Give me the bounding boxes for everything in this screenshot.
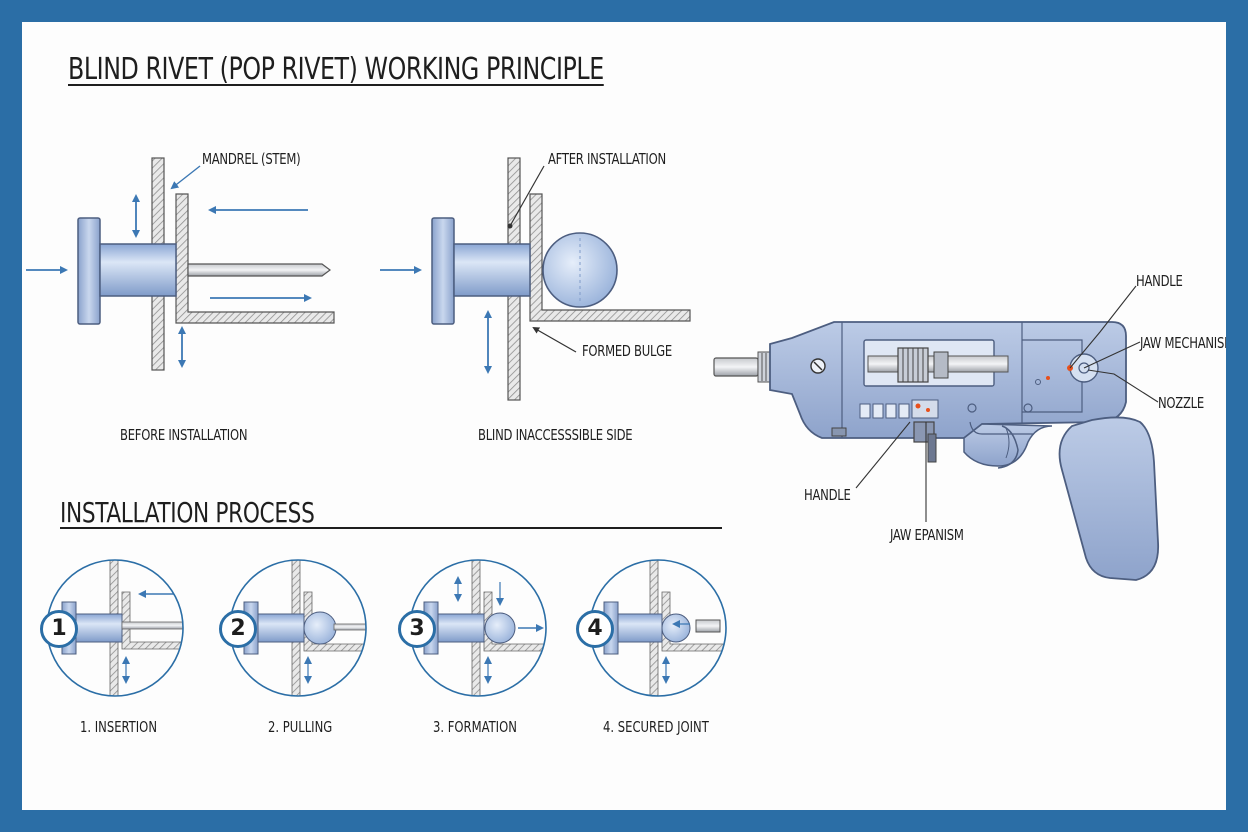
formed-bulge-label: FORMED BULGE (582, 342, 673, 360)
page-title: BLIND RIVET (POP RIVET) WORKING PRINCIPL… (68, 52, 604, 87)
mandrel-label: MANDREL (STEM) (202, 150, 301, 168)
tool-handle-top-label: HANDLE (1136, 272, 1183, 290)
mandrel-leader (170, 165, 201, 190)
leader-jaw-mechanism (1083, 341, 1141, 369)
plate-right (175, 193, 335, 324)
mandrel-stem (187, 263, 331, 277)
after-installation-diagram (380, 157, 691, 401)
step-4-caption: 4. SECURED JOINT (603, 718, 709, 736)
leader-handle-top (1069, 285, 1137, 369)
leader-nozzle (1087, 369, 1159, 403)
diagram-sheet: BLIND RIVET (POP RIVET) WORKING PRINCIPL… (22, 22, 1226, 810)
tool-jaw-bottom-label: JAW EPANISM (890, 526, 964, 544)
step-3-caption: 3. FORMATION (433, 718, 517, 736)
rivet-head (77, 217, 101, 325)
before-installation-caption: BEFORE INSTALLATION (120, 426, 248, 444)
gun-grip (1058, 416, 1159, 581)
tool-handle-bottom-label: HANDLE (804, 486, 851, 504)
gun-nozzle-pin (713, 357, 759, 377)
process-heading-rule (60, 527, 722, 529)
process-step-diagrams (46, 559, 727, 697)
step-4-number-badge: 4 (576, 610, 614, 648)
step-1-caption: 1. INSERTION (80, 718, 157, 736)
before-installation-diagram (26, 157, 335, 371)
rivet-gun (713, 285, 1159, 581)
step-3-number-badge: 3 (398, 610, 436, 648)
blind-side-caption: BLIND INACCESSSIBLE SIDE (478, 426, 633, 444)
tool-jaw-mechanism-label: JAW MECHANISM (1140, 334, 1226, 352)
step-2-caption: 2. PULLING (268, 718, 333, 736)
after-installation-label: AFTER INSTALLATION (548, 150, 666, 168)
diagram-canvas (26, 157, 1159, 697)
rivet-body (99, 243, 177, 297)
leader-handle-bottom (855, 421, 911, 489)
tool-nozzle-label: NOZZLE (1158, 394, 1204, 412)
step-2-number-badge: 2 (219, 610, 257, 648)
step-1-number-badge: 1 (40, 610, 78, 648)
process-heading: INSTALLATION PROCESS (60, 496, 315, 529)
